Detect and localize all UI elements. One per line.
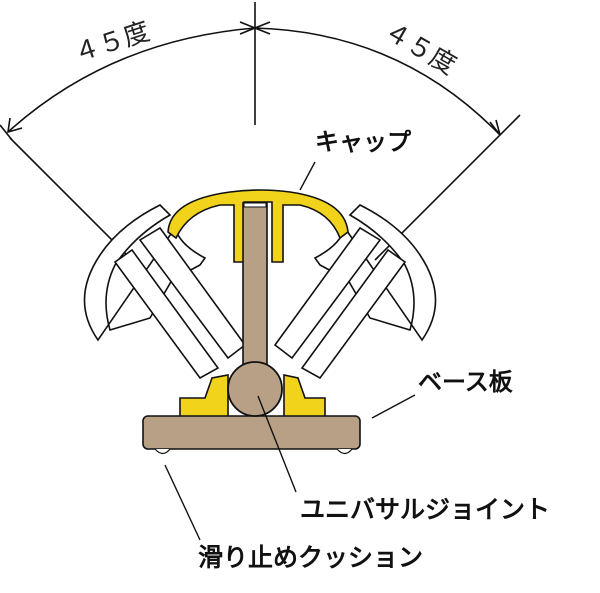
- leader-joint: [257, 395, 297, 493]
- label-cap: キャップ: [315, 127, 411, 156]
- cushion-left: [154, 448, 171, 455]
- left-arm: [83, 204, 247, 380]
- leader-base: [371, 394, 416, 419]
- label-base-plate: ベース板: [418, 367, 513, 396]
- cushion-right: [336, 448, 353, 455]
- stem: [242, 202, 268, 379]
- arrowhead-icon: [7, 117, 23, 134]
- right-arm: [273, 204, 437, 380]
- angle-arc-left: [7, 27, 256, 133]
- arrowhead-icon: [252, 21, 271, 35]
- label-anti-slip-cushion: 滑り止めクッション: [198, 543, 424, 572]
- label-universal-joint: ユニバサルジョイント: [300, 495, 551, 524]
- leader-cushion: [164, 464, 201, 541]
- bracket-right: [283, 374, 326, 418]
- angle-arc-right: [254, 27, 501, 136]
- extension-line-left: [0, 124, 13, 141]
- bracket-left: [179, 374, 229, 418]
- leader-cap: [299, 161, 316, 191]
- cap-part: [167, 189, 349, 263]
- universal-joint-ball: [227, 361, 283, 417]
- extension-line-left-long: [9, 137, 131, 259]
- base-plate: [142, 415, 361, 450]
